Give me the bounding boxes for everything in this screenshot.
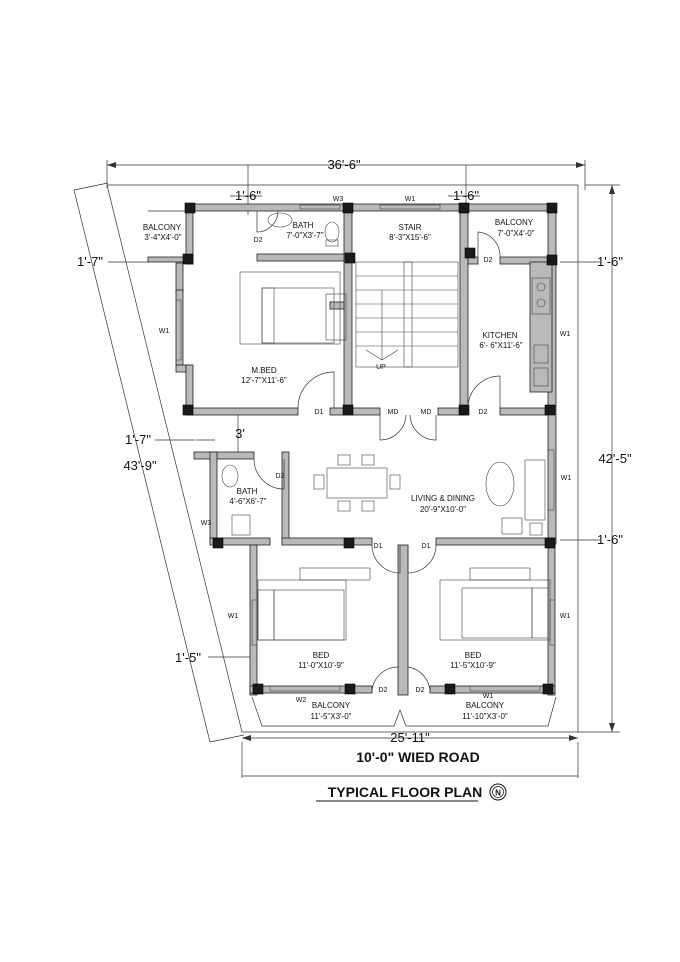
stair-size: 8'-3"X15'-6"	[389, 233, 431, 242]
kitchen-name: KITCHEN	[482, 331, 517, 340]
tag-d2-bottom-left: D2	[379, 687, 388, 694]
dim-left-overall: 43'-9"	[123, 458, 157, 473]
tag-d2-bath-left: D2	[276, 473, 285, 480]
dim-left-middle: 1'-7"	[125, 432, 151, 447]
svg-text:N: N	[495, 789, 501, 798]
bath-top-size: 7'-0"X3'-7"	[286, 231, 323, 240]
tag-w2-bottom: W2	[296, 697, 307, 704]
balcony-bottom-right-size: 11'-10"X3'-0"	[462, 712, 508, 721]
balcony-bottom-left-name: BALCONY	[312, 701, 351, 710]
tag-d2-balcony-right: D2	[484, 257, 493, 264]
tag-w1-bed-right: W1	[560, 613, 571, 620]
doors	[253, 210, 501, 694]
site-boundary	[106, 184, 579, 733]
furniture	[175, 204, 556, 692]
dim-right-overall: 42'-5"	[598, 451, 632, 466]
kitchen-size: 6'- 6"X11'-6"	[479, 341, 522, 350]
room-labels: BALCONY 3'-4"X4'-0" BATH 7'-0"X3'-7" STA…	[143, 218, 535, 721]
bath-left-size: 4'-6"X6'-7"	[229, 497, 266, 506]
balcony-bottom-left-size: 11'-5"X3'-0"	[310, 712, 351, 721]
tag-d1-mbed: D1	[315, 409, 324, 416]
dimension-lines	[73, 160, 620, 778]
road-label: 10'-0" WIED ROAD	[356, 749, 480, 765]
tag-w1-bed-left: W1	[228, 613, 239, 620]
tag-d2-kitchen: D2	[479, 409, 488, 416]
tag-w1-mbed: W1	[159, 328, 170, 335]
tag-d2-bottom-right: D2	[416, 687, 425, 694]
tag-w3-bath-left: W3	[201, 520, 212, 527]
tag-w1-kitchen: W1	[560, 331, 571, 338]
living-size: 20'-9"X10'-0"	[420, 505, 466, 514]
balcony-top-left-size: 3'-4"X4'-0"	[144, 233, 181, 242]
balcony-top-right-size: 7'-0"X4'-0"	[497, 229, 534, 238]
bath-top-name: BATH	[293, 221, 314, 230]
tag-w1-top: W1	[405, 196, 416, 203]
bath-left-name: BATH	[237, 487, 258, 496]
balcony-top-left-name: BALCONY	[143, 223, 182, 232]
dim-bottom-overall: 25'-11"	[390, 730, 430, 745]
dim-top-overall: 36'-6"	[327, 157, 361, 172]
balcony-bottom-right-name: BALCONY	[466, 701, 505, 710]
bed-left-name: BED	[313, 651, 330, 660]
living-name: LIVING & DINING	[411, 494, 475, 503]
tag-w3-top: W3	[333, 196, 344, 203]
dim-left-upper: 1'-7"	[77, 254, 103, 269]
master-bed-size: 12'-7"X11'-6"	[241, 376, 287, 385]
master-bed-name: M.BED	[251, 366, 277, 375]
tag-md-right: MD	[421, 409, 432, 416]
tag-d1-bed-left: D1	[374, 543, 383, 550]
tag-w1-bottom: W1	[483, 693, 494, 700]
bed-right-size: 11'-5"X10'-9"	[450, 661, 496, 670]
opening-tags: W3 W1 D2 D2 W1 W1 D1 MD MD D2 D2 W3 W1 D…	[159, 196, 572, 704]
tag-md-left: MD	[388, 409, 399, 416]
dim-top-right-offset: 1'-6"	[453, 188, 479, 203]
stair-up-label: UP	[376, 364, 386, 371]
bed-left-size: 11'-0"X10'-9"	[298, 661, 344, 670]
walls	[147, 203, 557, 727]
dim-top-left-offset: 1'-6"	[235, 188, 261, 203]
stair-name: STAIR	[399, 223, 422, 232]
plan-title: TYPICAL FLOOR PLAN	[328, 784, 483, 800]
dim-left-lower: 1'-5"	[175, 650, 201, 665]
balcony-top-right-name: BALCONY	[495, 218, 534, 227]
north-arrow-icon: N	[489, 783, 507, 801]
stair	[355, 261, 459, 368]
bed-right-name: BED	[465, 651, 482, 660]
tag-d2-bath: D2	[254, 237, 263, 244]
dimension-labels: 36'-6" 1'-6" 1'-6" 1'-7" 1'-7" 43'-9" 1'…	[77, 157, 632, 745]
tag-w1-living: W1	[561, 475, 572, 482]
dim-right-lower: 1'-6"	[597, 532, 623, 547]
dim-passage: 3'	[235, 426, 245, 441]
dim-right-upper: 1'-6"	[597, 254, 623, 269]
columns	[182, 202, 558, 695]
tag-d1-bed-right: D1	[422, 543, 431, 550]
